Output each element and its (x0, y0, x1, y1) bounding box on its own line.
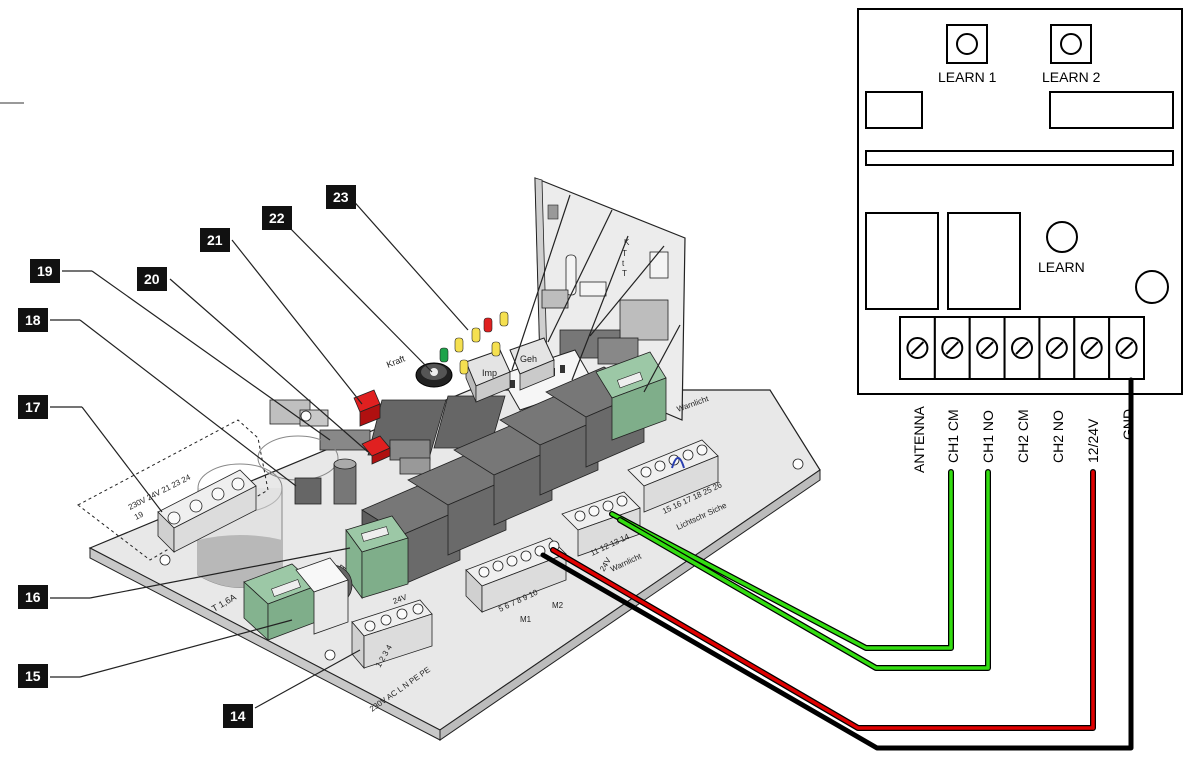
wire-ch1-cm-green (610, 470, 953, 650)
relay-small (294, 477, 322, 505)
svg-text:22: 22 (269, 210, 285, 226)
component-strip (865, 150, 1174, 166)
screw-slot (910, 341, 925, 355)
terminal-label-ch2-cm: CH2 CM (1015, 409, 1031, 463)
svg-text:18: 18 (25, 312, 41, 328)
impulse-terminal (627, 439, 719, 513)
svg-text:23: 23 (333, 189, 349, 205)
control-board: K T t T Imp (77, 177, 821, 741)
led-indicator (1135, 270, 1169, 304)
svg-text:15: 15 (25, 668, 41, 684)
svg-text:14: 14 (230, 708, 246, 724)
yellow-led (471, 327, 481, 343)
led-group (439, 311, 509, 375)
relay-bank (361, 366, 645, 586)
screw-slot (1050, 341, 1064, 355)
red-led (483, 317, 493, 333)
svg-text:19: 19 (37, 263, 53, 279)
fuse-dashed-area (77, 419, 269, 561)
learn1-button (946, 24, 988, 64)
motor-terminal (465, 537, 567, 613)
dip-labels: K T t T (622, 238, 630, 278)
screw-slot (1085, 341, 1099, 355)
learn-button (1046, 221, 1078, 253)
green-led (439, 347, 449, 363)
learn2-label: LEARN 2 (1042, 69, 1101, 85)
svg-text:16: 16 (25, 589, 41, 605)
relay-box (947, 212, 1021, 310)
svg-text:T: T (622, 249, 627, 258)
kraft-label: Kraft (385, 353, 407, 370)
screw-slot (1015, 341, 1029, 355)
callout-15: 15 (18, 664, 48, 688)
callout-21: 21 (200, 228, 230, 252)
wires (540, 377, 1134, 751)
power-terminal (351, 599, 433, 670)
learn-label: LEARN (1038, 259, 1085, 275)
callout-22: 22 (262, 206, 292, 230)
receiver-terminal-labels: ANTENNA CH1 CM CH1 NO CH2 CM CH2 NO 12/2… (911, 405, 1136, 473)
motor-m2: M2 (552, 601, 564, 610)
svg-text:20: 20 (144, 271, 160, 287)
callout-19: 19 (30, 259, 60, 283)
component-block (865, 91, 923, 129)
terminal-label-ch1-no: CH1 NO (980, 410, 996, 463)
screw-slot (945, 341, 959, 355)
fuse-selector (157, 469, 257, 553)
red-jumper-20 (361, 435, 391, 465)
imp-label: Imp (482, 368, 497, 378)
terminal-label-gnd: GND (1120, 409, 1136, 440)
learn1-label: LEARN 1 (938, 69, 997, 85)
callout-20: 20 (137, 267, 167, 291)
fuse-holder-warnlicht (595, 351, 667, 441)
connector (541, 289, 569, 309)
callout-14: 14 (223, 704, 253, 728)
yellow-led (459, 359, 469, 375)
svg-text:t: t (622, 259, 625, 268)
fuse-holder-16 (345, 515, 409, 600)
red-jumper-21 (353, 389, 381, 427)
svg-text:K: K (624, 238, 630, 247)
yellow-led (454, 337, 464, 353)
geh-button: Geh (509, 337, 555, 391)
svg-text:17: 17 (25, 399, 41, 415)
terminal-label-ch1-cm: CH1 CM (945, 409, 961, 463)
terminal-label-antenna: ANTENNA (911, 405, 927, 473)
capacitor (333, 458, 357, 505)
motor-m1: M1 (520, 615, 532, 624)
fuse-selector-19: 19 (133, 509, 146, 521)
learn2-button (1050, 24, 1092, 64)
receiver-module: LEARN 1 LEARN 2 LEARN ANTENNA CH1 CM CH1… (857, 8, 1183, 473)
screw-slot (980, 341, 994, 355)
yellow-led (491, 341, 501, 357)
leader-lines (50, 194, 681, 709)
yellow-led (499, 311, 509, 327)
callout-16: 16 (18, 585, 48, 609)
receiver-terminal-strip (899, 316, 1145, 380)
component-block (1049, 91, 1174, 129)
relay-box (865, 212, 939, 310)
geh-label: Geh (520, 354, 537, 364)
fuse-holder-15 (243, 557, 349, 641)
callout-23: 23 (326, 185, 356, 209)
wire-ch1-no-green (618, 470, 990, 670)
callout-18: 18 (18, 308, 48, 332)
callout-17: 17 (18, 395, 48, 419)
svg-text:21: 21 (207, 232, 223, 248)
blue-jumper (671, 457, 685, 469)
screw-slot (1119, 341, 1134, 355)
svg-text:T: T (622, 269, 627, 278)
terminal-label-ch2-no: CH2 NO (1050, 410, 1066, 463)
wire-power-red (551, 470, 1095, 730)
wire-gnd-black (540, 377, 1134, 751)
terminal-label-12-24v: 12/24V (1085, 418, 1101, 463)
